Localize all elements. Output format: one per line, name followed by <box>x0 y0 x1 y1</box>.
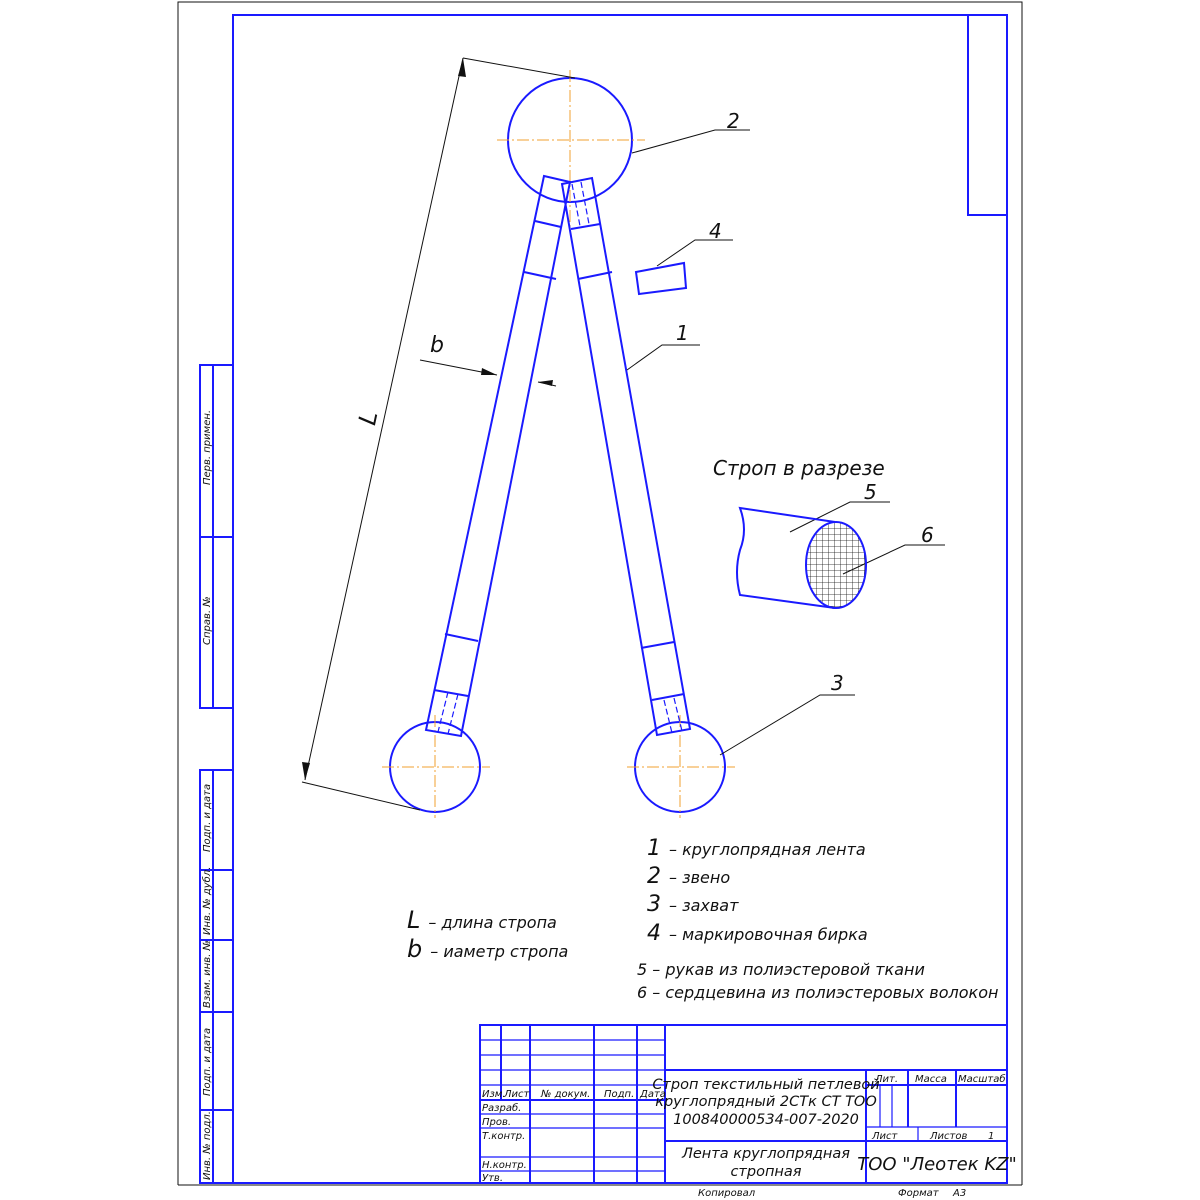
strap-cross-section <box>736 506 867 609</box>
tb-header: Подп. <box>604 1089 634 1100</box>
copied-label: Копировал <box>698 1188 756 1199</box>
side-stamp-label: Перв. примен. <box>202 410 213 485</box>
link-ring <box>497 70 645 230</box>
format-label: Формат <box>898 1188 940 1199</box>
callout-3: 3 <box>831 671 844 695</box>
designation-line: круглопрядный 2СТк СТ ТОО <box>655 1094 877 1110</box>
sheet-label: Лист <box>871 1131 899 1142</box>
svg-text:1– круглопрядная лента: 1– круглопрядная лента <box>647 836 866 861</box>
dimension-width-label: b <box>430 333 444 358</box>
format-value: А3 <box>952 1188 966 1199</box>
sheets-label: Листов <box>929 1131 967 1142</box>
callout-6: 6 <box>921 523 934 547</box>
dimension-length-label: L <box>353 409 383 428</box>
svg-text:b– иаметр стропа: b– иаметр стропа <box>407 935 568 963</box>
svg-text:6 – сердцевина из полиэстеровы: 6 – сердцевина из полиэстеровых волокон <box>637 983 998 1002</box>
side-stamp-label: Подп. и дата <box>202 784 213 852</box>
section-title: Строп в разрезе <box>713 456 885 480</box>
mass-label: Масса <box>915 1074 947 1085</box>
sheets-value: 1 <box>988 1131 994 1142</box>
side-stamp-label: Инв. № дубл. <box>201 867 213 935</box>
designation-line: Строп текстильный петлевой <box>652 1077 879 1093</box>
svg-text:L– длина стропа: L– длина стропа <box>407 906 557 934</box>
product-name: стропная <box>730 1164 801 1180</box>
sheet-trim-border <box>177 1 1023 1185</box>
tb-role: Пров. <box>482 1117 511 1128</box>
svg-text:4– маркировочная бирка: 4– маркировочная бирка <box>647 921 868 946</box>
top-right-stamp <box>967 14 1008 216</box>
tb-header: Изм. <box>482 1089 506 1100</box>
tb-header: № докум. <box>540 1089 590 1100</box>
tb-header: Дата <box>639 1089 666 1100</box>
strap-right <box>560 176 692 737</box>
hook-right <box>627 715 735 818</box>
callout-5: 5 <box>864 480 877 504</box>
designation-line: 100840000534-007-2020 <box>673 1112 859 1128</box>
callout-2: 2 <box>727 109 740 133</box>
title-block <box>178 1024 1022 1186</box>
side-stamp-label: Взам. инв. № <box>202 940 213 1008</box>
dimension-length <box>301 57 576 811</box>
side-stamp-label: Справ. № <box>202 596 213 645</box>
callout-1: 1 <box>676 321 689 345</box>
side-stamp-lower <box>199 769 234 1184</box>
dimension-width <box>419 359 557 387</box>
company-name: ТОО "Леотек KZ" <box>857 1154 1017 1175</box>
side-stamp-label: Подп. и дата <box>202 1028 213 1096</box>
side-stamp-label: Инв. № подл. <box>202 1111 213 1180</box>
drawing-frame <box>232 14 1008 1184</box>
lit-label: Лит. <box>874 1074 898 1085</box>
callout-4: 4 <box>709 219 722 243</box>
svg-text:3– захват: 3– захват <box>647 892 739 917</box>
hook-left <box>382 715 490 818</box>
svg-text:5 – рукав из полиэстеровой тка: 5 – рукав из полиэстеровой ткани <box>637 960 925 979</box>
tb-role: Утв. <box>482 1173 503 1184</box>
product-name: Лента круглопрядная <box>681 1146 850 1162</box>
side-stamp-upper <box>199 364 234 709</box>
tb-role: Разраб. <box>482 1102 521 1114</box>
svg-text:2– звено: 2– звено <box>647 864 730 889</box>
marking-tag <box>634 261 688 296</box>
tb-header: Лист <box>503 1089 531 1100</box>
legend: 1– круглопрядная лента 2– звено 3– захва… <box>407 836 998 1002</box>
scale-label: Масштаб <box>958 1073 1006 1085</box>
tb-role: Н.контр. <box>482 1160 527 1171</box>
strap-left <box>424 174 572 738</box>
leader-lines <box>626 129 945 756</box>
tb-role: Т.контр. <box>482 1131 525 1142</box>
